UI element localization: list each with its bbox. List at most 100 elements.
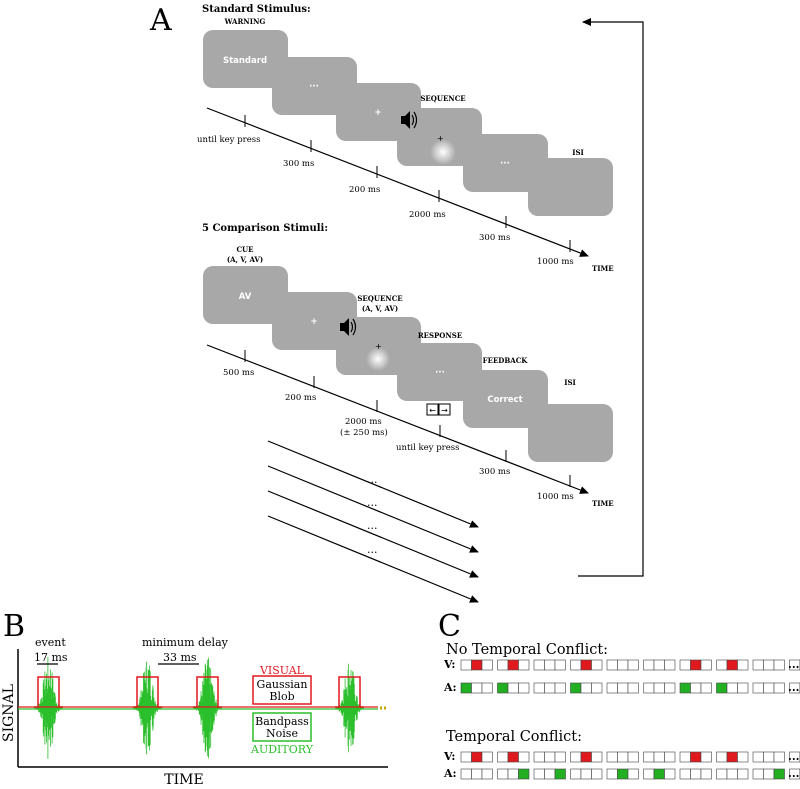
panel-c-letter: C: [438, 609, 461, 644]
event-ms: 17 ms: [34, 651, 68, 664]
loop-arrow: [578, 18, 644, 577]
visual-empty-slot: [653, 659, 665, 671]
time-300a: 300 ms: [283, 159, 314, 169]
auditory-empty-slot: [627, 682, 639, 694]
visual-empty-slot: [481, 659, 493, 671]
auditory-empty-slot: [653, 682, 665, 694]
screen-seq-plus-2: +: [375, 342, 382, 351]
speaker-icon: [401, 111, 418, 129]
visual-empty-slot: [664, 751, 676, 763]
time-until-key-2: until key press: [396, 443, 459, 453]
screen-correct-text: Correct: [487, 395, 522, 405]
screen-dots: [272, 57, 357, 115]
visual-empty-slot: [773, 659, 785, 671]
auditory-empty-slot: [533, 768, 545, 780]
auditory-empty-slot: [460, 768, 472, 780]
visual-empty-slot: [627, 751, 639, 763]
visual-empty-slot: [679, 751, 691, 763]
auditory-empty-slot: [627, 768, 639, 780]
auditory-empty-slot: [471, 682, 483, 694]
screen-dots-text: ···: [309, 82, 319, 92]
label-feedback: FEEDBACK: [483, 356, 529, 365]
visual-empty-slot: [554, 659, 566, 671]
auditory-burst: [334, 663, 365, 753]
auditory-empty-slot: [580, 768, 592, 780]
auditory-burst: [132, 661, 163, 755]
auditory-empty-slot: [789, 682, 800, 694]
auditory-empty-slot: [690, 768, 702, 780]
visual-box-line2: Blob: [269, 690, 294, 703]
auditory-empty-slot: [664, 682, 676, 694]
event-label: event: [35, 636, 66, 649]
auditory-label: AUDITORY: [250, 743, 314, 756]
auditory-empty-slot: [763, 682, 775, 694]
ellipsis-1: ...: [367, 473, 378, 486]
visual-empty-slot: [533, 751, 545, 763]
visual-empty-slot: [591, 659, 603, 671]
repeated-trials: ... ... ... ...: [267, 440, 479, 603]
auditory-empty-slot: [643, 682, 655, 694]
visual-empty-slot: [643, 751, 655, 763]
temporal-grid: [460, 659, 800, 780]
visual-box: [252, 675, 312, 705]
auditory-filled-slot: [460, 682, 472, 694]
auditory-filled-slot: [679, 682, 691, 694]
auditory-empty-slot: [737, 768, 749, 780]
auditory-empty-slot: [763, 768, 775, 780]
visual-empty-slot: [664, 659, 676, 671]
auditory-filled-slot: [518, 768, 530, 780]
screen-isi: [528, 158, 613, 216]
screen-dots-2: [463, 134, 548, 192]
label-sequence-2: SEQUENCE: [357, 294, 402, 303]
gaussian-blob: [430, 139, 456, 165]
auditory-empty-slot: [679, 768, 691, 780]
a-label-2: A:: [443, 767, 457, 780]
auditory-filled-slot: [554, 768, 566, 780]
label-sequence-2-sub: (A, V, AV): [362, 304, 398, 313]
auditory-filled-slot: [653, 768, 665, 780]
conflict-title: Temporal Conflict:: [446, 729, 582, 745]
comparison-screens: AV + + ··· Correct: [203, 266, 613, 462]
time-until-key: until key press: [197, 135, 260, 145]
visual-empty-slot: [716, 751, 728, 763]
visual-box-line1: Gaussian: [257, 678, 308, 691]
ellipsis-3: ...: [367, 519, 378, 532]
auditory-empty-slot: [471, 768, 483, 780]
screen-plus-2-text: +: [310, 317, 317, 327]
visual-empty-slot: [518, 659, 530, 671]
visual-empty-slot: [716, 659, 728, 671]
screen-standard-text: Standard: [223, 56, 267, 66]
label-isi: ISI: [572, 148, 584, 157]
visual-filled-slot: [471, 659, 483, 671]
visual-empty-slot: [533, 659, 545, 671]
visual-filled-slot: [580, 659, 592, 671]
visual-filled-slot: [690, 751, 702, 763]
signal-plot: [17, 649, 388, 768]
visual-label: VISUAL: [259, 664, 305, 677]
screen-av-text: AV: [239, 292, 252, 302]
screen-dots-3-text: ···: [435, 368, 445, 378]
time-2000-2: 2000 ms: [345, 417, 382, 427]
visual-empty-slot: [763, 659, 775, 671]
visual-empty-slot: [789, 751, 800, 763]
visual-empty-slot: [700, 751, 712, 763]
label-sequence: SEQUENCE: [420, 94, 465, 103]
screen-cue: [203, 266, 288, 324]
visual-empty-slot: [570, 751, 582, 763]
time-axis-label-b: TIME: [164, 772, 203, 788]
no-conflict-title: No Temporal Conflict:: [446, 642, 608, 658]
auditory-empty-slot: [591, 682, 603, 694]
signal-axis-label: SIGNAL: [1, 684, 17, 742]
visual-filled-slot: [507, 659, 519, 671]
v-label-1: V:: [443, 658, 456, 671]
visual-empty-slot: [737, 751, 749, 763]
auditory-empty-slot: [773, 682, 785, 694]
visual-empty-slot: [752, 659, 764, 671]
visual-filled-slot: [580, 751, 592, 763]
visual-empty-slot: [460, 751, 472, 763]
ellipsis-v2: ...: [788, 750, 800, 763]
auditory-empty-slot: [544, 768, 556, 780]
visual-pulse: [193, 676, 222, 708]
auditory-filled-slot: [773, 768, 785, 780]
auditory-empty-slot: [606, 682, 618, 694]
